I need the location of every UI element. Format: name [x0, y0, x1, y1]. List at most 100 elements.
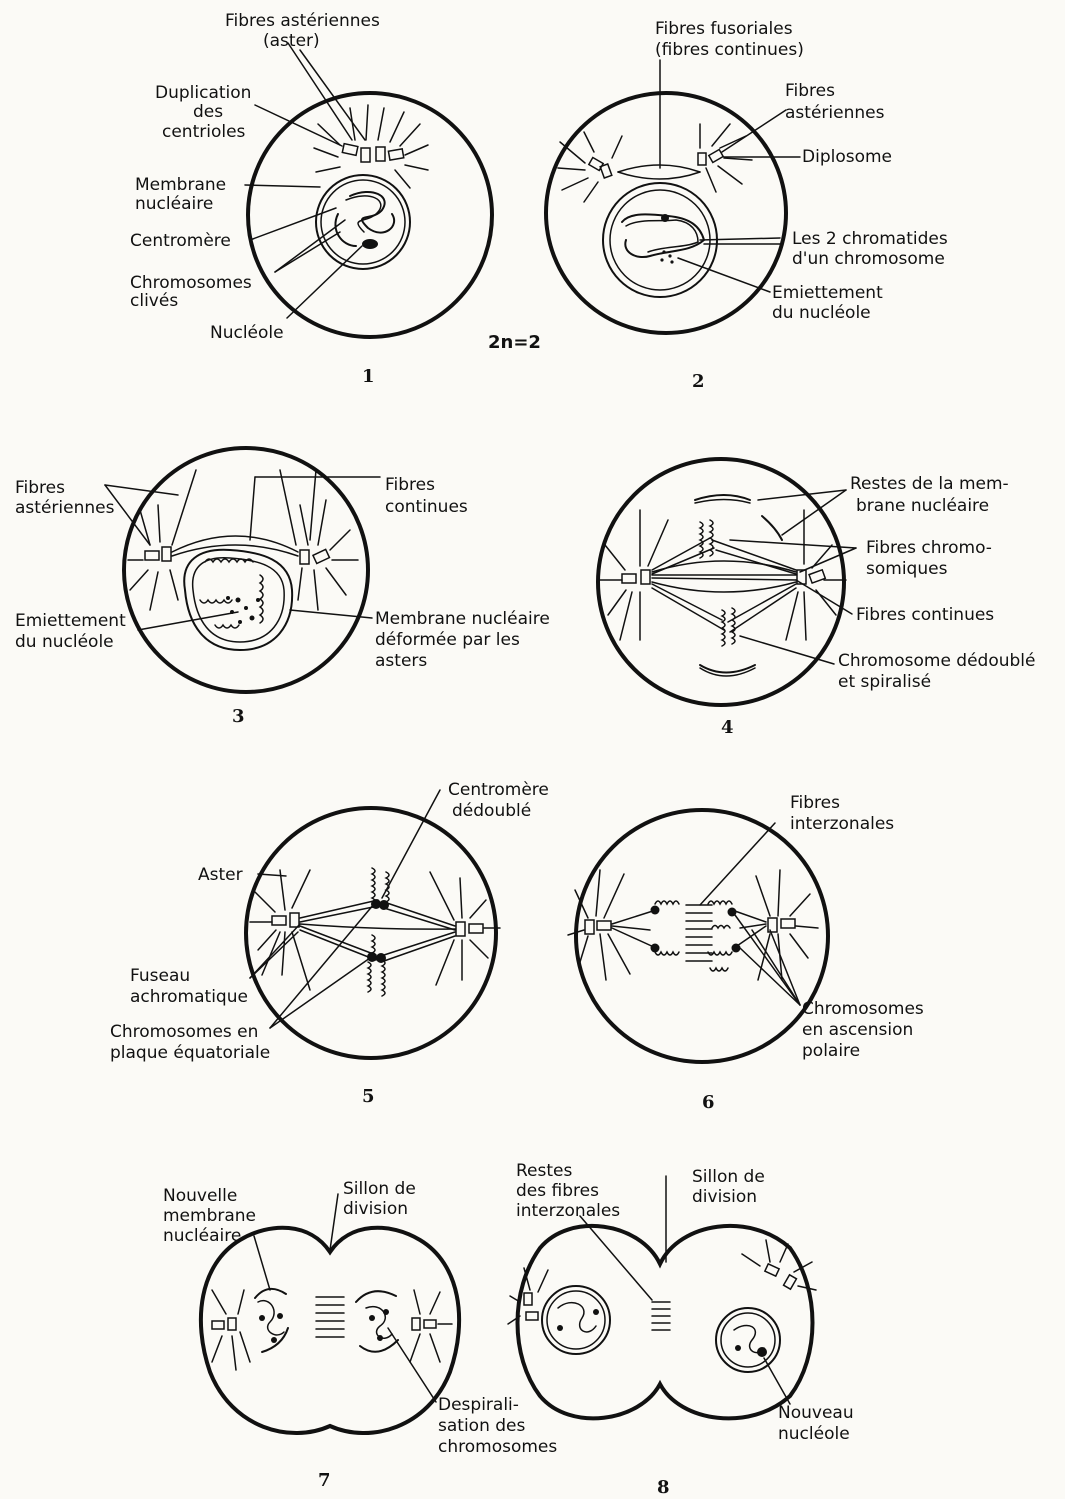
centrioles-right-8: [765, 1264, 797, 1289]
stage-number-3: 3: [232, 706, 245, 727]
centrioles-left-4: [622, 570, 650, 584]
label-emiettement-2b: du nucléole: [772, 303, 871, 323]
stage-6-anaphase: Fibres interzonales Chromosomes en ascen…: [568, 793, 924, 1113]
label-nouveau-nucleole: Nouveau: [778, 1403, 854, 1423]
label-restes-membrane: Restes de la mem-: [850, 474, 1009, 494]
stage-8-telophase-cytokinesis: Restes des fibres interzonales Sillon de…: [508, 1161, 854, 1498]
label-fibres-fusoriales-b: (fibres continues): [655, 40, 804, 60]
stage-5-metaphase: Centromère dédoublé Aster Fuseau achroma…: [110, 780, 549, 1107]
label-sillon-8: Sillon de: [692, 1167, 765, 1187]
centrioles-1: [342, 144, 403, 162]
label-fuseau: Fuseau: [130, 966, 190, 986]
nucleus-left-8: [542, 1286, 610, 1354]
label-membrane-deformee-b: déformée par les: [375, 630, 520, 650]
stage-number-4: 4: [721, 717, 734, 738]
label-ascension-b: en ascension: [802, 1020, 913, 1040]
cell-membrane-6: [576, 810, 828, 1062]
stage-1-prophase: Fibres astériennes (aster) Duplication d…: [130, 11, 541, 387]
label-sillon-7: Sillon de: [343, 1179, 416, 1199]
centrioles-right-5: [456, 922, 483, 936]
label-membrane-deformee-c: asters: [375, 651, 427, 671]
label-plaque-b: plaque équatoriale: [110, 1043, 270, 1063]
label-chromatides-b: d'un chromosome: [792, 249, 945, 269]
spiral-chromosomes-5: [368, 868, 389, 996]
label-despiralisation-c: chromosomes: [438, 1437, 557, 1457]
label-chromosome-dedouble-b: et spiralisé: [838, 672, 931, 692]
label-fibres-asteriennes-1b: (aster): [263, 31, 320, 51]
label-membrane-1: Membrane: [135, 175, 226, 195]
stage-number-1: 1: [362, 366, 375, 387]
centrioles-left-6: [585, 920, 611, 934]
label-despiralisation: Despirali-: [438, 1395, 519, 1415]
diplosome-left-2: [589, 158, 612, 178]
label-membrane-deformee: Membrane nucléaire: [375, 609, 550, 629]
cell-membrane-5: [246, 808, 496, 1058]
label-ascension: Chromosomes: [802, 999, 924, 1019]
label-duplication-b: des: [193, 102, 223, 122]
label-sillon-8b: division: [692, 1187, 757, 1207]
label-fibres-asteriennes-3: Fibres: [15, 478, 65, 498]
spindle-fibres-5: [300, 900, 455, 961]
nucleolus-1: [362, 239, 378, 249]
label-fibres-asteriennes-1: Fibres astériennes: [225, 11, 380, 31]
label-fibres-continues-3b: continues: [385, 497, 468, 517]
nucleus-right-8: [716, 1308, 780, 1372]
interzonal-remnant-8: [652, 1302, 670, 1330]
label-despiralisation-b: sation des: [438, 1416, 525, 1436]
label-centromere-1: Centromère: [130, 231, 231, 251]
label-restes-fibres: Restes: [516, 1161, 572, 1181]
stage-number-2: 2: [692, 371, 705, 392]
stage-3-prometaphase: Fibres astériennes Fibres continues Emie…: [15, 448, 550, 727]
centrioles-right-3: [300, 549, 329, 564]
chromosome-1: [350, 192, 394, 233]
label-chromosomes-1: Chromosomes: [130, 273, 252, 293]
label-restes-membrane-b: brane nucléaire: [856, 496, 989, 516]
label-restes-fibres-b: des fibres: [516, 1181, 599, 1201]
centrioles-right-6: [768, 918, 795, 932]
centrioles-left-8: [524, 1293, 538, 1320]
label-nouveau-nucleole-b: nucléole: [778, 1424, 850, 1444]
label-fibres-chromosomiques: Fibres chromo-: [866, 538, 992, 558]
stage-number-7: 7: [318, 1470, 331, 1491]
label-nouvelle-membrane-b: membrane: [163, 1206, 256, 1226]
label-fibres-fusoriales: Fibres fusoriales: [655, 19, 793, 39]
diplosome-right-2: [698, 150, 723, 165]
label-duplication-c: centrioles: [162, 122, 246, 142]
label-membrane-1b: nucléaire: [135, 194, 213, 214]
label-emiettement-3b: du nucléole: [15, 632, 114, 652]
label-sillon-7b: division: [343, 1199, 408, 1219]
label-duplication: Duplication: [155, 83, 251, 103]
label-chromosomes-1b: clivés: [130, 291, 178, 311]
label-fibres-interzonales-6: Fibres: [790, 793, 840, 813]
label-chromosome-dedouble: Chromosome dédoublé: [838, 651, 1036, 671]
label-nouvelle-membrane: Nouvelle: [163, 1186, 237, 1206]
centrioles-right-7: [412, 1318, 436, 1330]
new-nuclear-membrane-right: [356, 1291, 396, 1302]
label-nucleole-1: Nucléole: [210, 323, 284, 343]
label-restes-fibres-c: interzonales: [516, 1201, 620, 1221]
cell-membrane-1: [248, 93, 492, 337]
label-fibres-continues-4: Fibres continues: [856, 605, 994, 625]
label-plaque: Chromosomes en: [110, 1022, 258, 1042]
centrioles-left-3: [145, 547, 171, 561]
label-fibres-continues-3: Fibres: [385, 475, 435, 495]
centrioles-left-5: [272, 913, 299, 927]
label-fibres-interzonales-6b: interzonales: [790, 814, 894, 834]
centrioles-left-7: [212, 1318, 236, 1330]
label-ascension-c: polaire: [802, 1041, 860, 1061]
label-nouvelle-membrane-c: nucléaire: [163, 1226, 241, 1246]
stage-7-telophase: Nouvelle membrane nucléaire Sillon de di…: [163, 1179, 557, 1491]
label-aster: Aster: [198, 865, 243, 885]
label-fibres-asteriennes-2: Fibres: [785, 81, 835, 101]
label-chromatides: Les 2 chromatides: [792, 229, 948, 249]
stage-number-5: 5: [362, 1086, 375, 1107]
label-fuseau-b: achromatique: [130, 987, 248, 1007]
label-centromere-dedouble: Centromère: [448, 780, 549, 800]
stage-4-prometaphase: Restes de la mem- brane nucléaire Fibres…: [598, 459, 1036, 738]
label-fibres-asteriennes-2b: astériennes: [785, 103, 885, 123]
aster-rays-3: [128, 470, 358, 610]
spiral-chromosomes-4: [700, 520, 735, 646]
label-diplosome: Diplosome: [802, 147, 892, 167]
interzonal-remnant-7: [316, 1297, 344, 1337]
